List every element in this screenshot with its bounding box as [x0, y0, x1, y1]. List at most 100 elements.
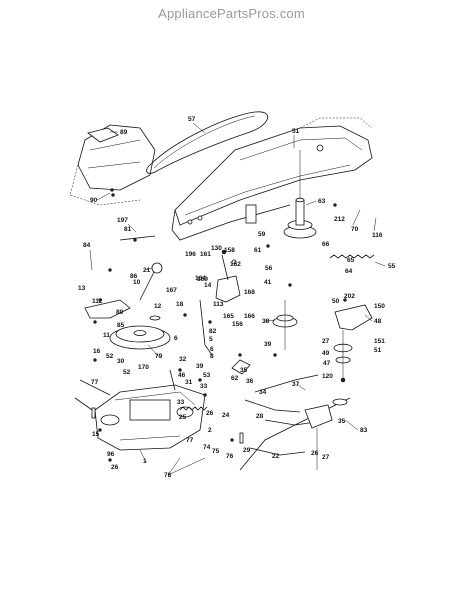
callout-165: 165	[223, 313, 234, 320]
callout-50: 50	[332, 298, 340, 305]
callout-41: 41	[264, 279, 272, 286]
shift-lever	[119, 235, 163, 301]
callout-47: 47	[323, 360, 331, 367]
callout-70: 70	[351, 226, 359, 233]
idler-bracket	[333, 304, 373, 383]
callout-162: 162	[230, 261, 241, 268]
callout-130: 130	[211, 245, 222, 252]
callout-35a: 35	[240, 367, 248, 374]
callout-169: 169	[197, 276, 208, 283]
callout-65: 65	[347, 257, 355, 264]
callout-63: 63	[318, 198, 326, 205]
callout-11: 11	[103, 332, 110, 339]
callout-77a: 77	[91, 379, 99, 386]
callout-53: 53	[203, 372, 211, 379]
callout-77b: 77	[186, 437, 194, 444]
callout-156: 156	[232, 321, 243, 328]
callout-8: 8	[210, 353, 214, 360]
callout-197: 197	[117, 217, 128, 224]
callout-39b: 39	[264, 341, 272, 348]
callout-86: 86	[130, 273, 138, 280]
callout-51a: 51	[292, 128, 300, 135]
callout-27b: 27	[322, 454, 330, 461]
callout-33: 33	[200, 383, 208, 390]
callout-151: 151	[374, 338, 385, 345]
callout-18: 18	[176, 301, 184, 308]
callout-120: 120	[322, 373, 333, 380]
callout-89: 89	[120, 129, 128, 136]
callout-26b: 26	[311, 450, 319, 457]
callout-202: 202	[344, 293, 355, 300]
callout-116: 116	[372, 232, 383, 239]
callout-31: 31	[185, 379, 193, 386]
callout-84: 84	[83, 242, 91, 249]
callout-16: 16	[93, 348, 101, 355]
callout-52: 52	[106, 353, 114, 360]
callout-5: 5	[209, 336, 213, 343]
callout-90: 90	[90, 197, 98, 204]
callout-12: 12	[154, 303, 162, 310]
brake-spring	[179, 406, 208, 411]
callout-35b: 35	[338, 418, 346, 425]
callout-212: 212	[334, 216, 345, 223]
callout-170: 170	[138, 364, 149, 371]
transaxle	[74, 369, 206, 451]
callout-64: 64	[345, 268, 353, 275]
callout-83: 83	[360, 427, 368, 434]
callout-48: 48	[374, 318, 382, 325]
callout-158: 158	[224, 247, 235, 254]
callout-labels: 57 89 90 51 63 212 70 116 59 61 66 55 19…	[78, 116, 396, 479]
site-title: AppliancePartsPros.com	[158, 5, 305, 21]
callout-38: 38	[262, 318, 270, 325]
callout-2: 2	[208, 427, 212, 434]
callout-28: 28	[256, 413, 264, 420]
callout-34: 34	[259, 389, 267, 396]
callout-39a: 39	[196, 363, 204, 370]
drive-belt	[146, 111, 268, 174]
callout-26a: 26	[206, 410, 214, 417]
hardware	[91, 193, 347, 462]
callout-51b: 51	[374, 347, 382, 354]
callout-26c: 26	[111, 464, 119, 471]
leader-lines	[89, 122, 386, 476]
callout-59: 59	[258, 231, 266, 238]
callout-61: 61	[254, 247, 262, 254]
callout-32: 32	[179, 356, 187, 363]
callout-196: 196	[185, 251, 196, 258]
callout-55: 55	[388, 263, 396, 270]
callout-46: 46	[178, 372, 186, 379]
callout-167: 167	[166, 287, 177, 294]
transmission-pulley	[84, 299, 171, 350]
callout-81: 81	[124, 226, 132, 233]
callout-62: 62	[231, 375, 239, 382]
callout-168: 168	[244, 289, 255, 296]
callout-78: 78	[164, 472, 172, 479]
callout-37: 37	[292, 381, 300, 388]
callout-113: 113	[213, 301, 224, 308]
callout-161: 161	[200, 251, 211, 258]
site-header: AppliancePartsPros.com	[0, 0, 463, 26]
callout-82: 82	[209, 328, 217, 335]
callout-6b: 6	[210, 346, 214, 353]
callout-56: 56	[265, 265, 273, 272]
callout-29: 29	[243, 447, 251, 454]
callout-22: 22	[272, 453, 280, 460]
callout-27a: 27	[322, 338, 330, 345]
tension-spring	[329, 254, 375, 259]
callout-57: 57	[188, 116, 196, 123]
callout-150: 150	[374, 303, 385, 310]
callout-14: 14	[204, 282, 212, 289]
callout-21: 21	[143, 267, 151, 274]
pedal-linkage	[231, 359, 351, 471]
callout-15: 15	[92, 431, 100, 438]
callout-52b: 52	[123, 369, 131, 376]
callout-80: 80	[116, 309, 124, 316]
engine-pulley	[283, 150, 317, 239]
callout-76: 76	[226, 453, 234, 460]
callout-36: 36	[246, 378, 254, 385]
callout-112: 112	[92, 298, 103, 305]
callout-164: 164	[195, 275, 206, 282]
callout-49: 49	[322, 350, 330, 357]
callout-96: 96	[107, 451, 115, 458]
